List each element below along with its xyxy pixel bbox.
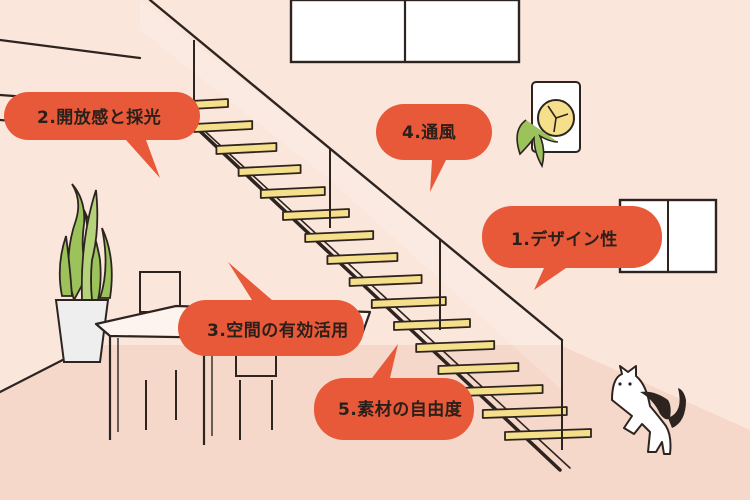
stair-tread <box>370 296 447 309</box>
speech-bubble-icon <box>482 206 662 290</box>
speech-bubble-icon <box>314 344 474 440</box>
stair-tread <box>237 164 302 177</box>
speech-bubble-icon <box>4 92 200 178</box>
bubble-4-label: 4.通風 <box>402 123 456 143</box>
stair-tread <box>415 340 496 353</box>
stair-tread <box>215 142 278 155</box>
stair-tread <box>481 406 568 419</box>
bubble-2-label: 2.開放感と採光 <box>37 107 161 128</box>
stair-tread <box>304 230 375 243</box>
stair-tread <box>193 120 254 133</box>
stair-tread <box>282 208 350 221</box>
stair-tread <box>504 428 592 441</box>
upper-window <box>289 0 521 64</box>
stair-tread <box>326 252 399 265</box>
bubble-3-label: 3.空間の有効活用 <box>207 320 349 341</box>
wall-fan-icon <box>516 81 581 169</box>
bubble-1-label: 1.デザイン性 <box>511 229 618 250</box>
staircase <box>171 98 592 472</box>
bubble-4: 4.通風 <box>376 104 492 192</box>
bubble-3: 3.空間の有効活用 <box>178 262 364 356</box>
bubble-5: 5.素材の自由度 <box>314 344 474 440</box>
cat <box>611 365 686 455</box>
stair-tread <box>259 186 326 199</box>
speech-bubble-icon <box>178 262 364 356</box>
stair-tread <box>393 318 471 331</box>
stair-tread <box>459 384 544 397</box>
potted-plant <box>54 183 113 363</box>
bubble-2: 2.開放感と採光 <box>4 92 200 178</box>
bubble-1: 1.デザイン性 <box>482 206 662 290</box>
stair-treads <box>171 98 592 441</box>
stair-tread <box>348 274 423 287</box>
stair-tread <box>437 362 520 375</box>
bubble-5-label: 5.素材の自由度 <box>338 399 463 420</box>
speech-bubble-icon <box>376 104 492 192</box>
